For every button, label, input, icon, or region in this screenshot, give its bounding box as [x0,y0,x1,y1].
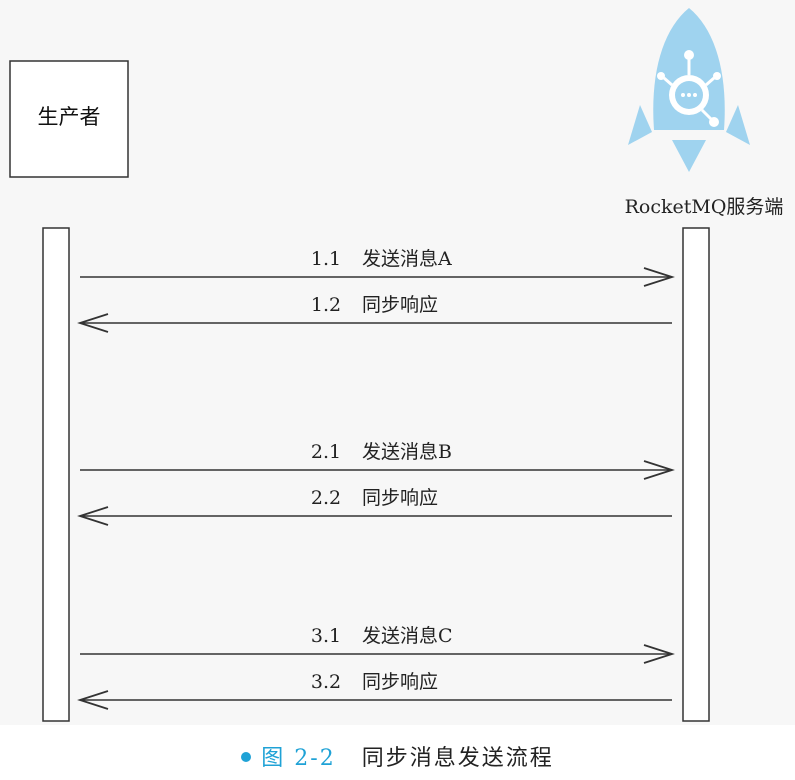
caption-bullet-icon [241,752,252,762]
server-label: RocketMQ服务端 [625,196,784,218]
message-step: 2.1 [311,441,341,463]
arrowhead-icon [643,267,675,287]
message-step: 3.1 [311,625,341,647]
message-text: 发送消息C [362,625,453,647]
message-group: 1.1 发送消息A 1.2 同步响应 2.1 发送消息B 2.2 同步响应 3.1 发送消息C 3.… [77,248,675,710]
message-step: 1.1 [311,248,341,270]
figure-caption: 图 2-2 同步消息发送流程 [0,740,795,772]
message-step: 3.2 [311,671,341,693]
message-text: 同步响应 [362,487,438,509]
diagram-canvas: 生产者 RocketMQ服务端 [9,8,784,722]
caption-label: 图 2-2 [261,746,336,771]
message-text: 发送消息A [362,248,452,270]
arrowhead-icon [77,690,109,710]
rocket-icon [628,8,750,172]
producer-label: 生产者 [38,105,101,129]
producer-lifeline [42,227,70,722]
sequence-diagram: 生产者 RocketMQ服务端 [9,8,784,722]
message-step: 2.2 [311,487,341,509]
message-step: 1.2 [311,294,341,316]
message-text: 同步响应 [362,294,438,316]
message-text: 同步响应 [362,671,438,693]
producer-box [9,60,129,178]
server-lifeline [682,227,710,722]
arrowhead-icon [643,460,675,480]
caption-title: 同步消息发送流程 [361,746,554,771]
message-text: 发送消息B [362,441,452,463]
arrowhead-icon [77,506,109,526]
arrowhead-icon [643,644,675,664]
arrowhead-icon [77,313,109,333]
